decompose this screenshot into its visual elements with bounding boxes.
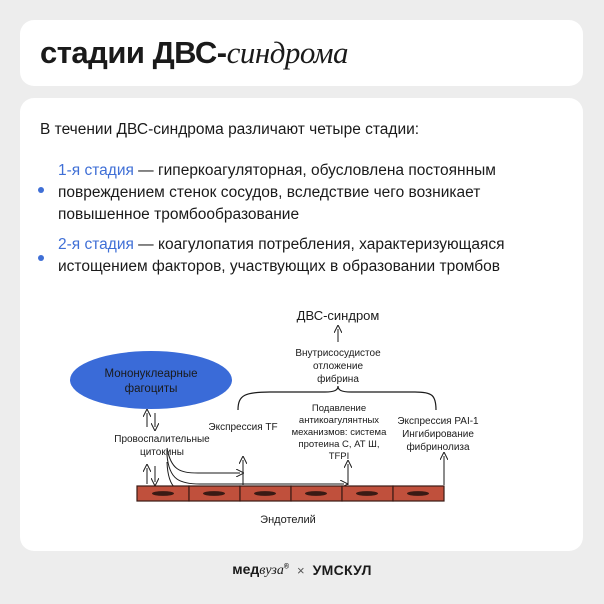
deposition-line-3: фибрина	[317, 373, 359, 385]
page-title: стадии ДВС-синдрома	[40, 34, 349, 72]
cell-nucleus	[356, 491, 378, 496]
title-card: стадии ДВС-синдрома	[20, 20, 583, 86]
cell-nucleus	[152, 491, 174, 496]
pai-line-3: фибринолиза	[406, 441, 470, 453]
pai-line-2: Ингибирование	[402, 428, 474, 440]
title-italic: синдрома	[226, 35, 349, 70]
footer: медвуза® × УМСКУЛ	[0, 557, 604, 583]
stage-1-text: — гиперкоагуляторная, обусловлена постоя…	[58, 162, 496, 223]
phagocytes-line-2: фагоциты	[125, 383, 178, 395]
deposition-line-2: отложение	[313, 361, 363, 372]
stage-1-label: 1-я стадия	[58, 162, 134, 179]
bullet-icon	[38, 187, 44, 193]
cell-nucleus	[407, 491, 429, 496]
phagocytes-line-1: Мононуклеарные	[104, 368, 197, 380]
suppression-line-2: антикоагулянтных	[299, 415, 379, 426]
brand-medvuza-b: вуза	[259, 563, 284, 578]
brand-medvuza-logo: медвуза®	[232, 561, 289, 579]
title-bold: стадии ДВС-	[40, 35, 227, 70]
dic-label: ДВС-синдром	[297, 308, 380, 323]
connector-arrow	[166, 447, 240, 473]
brand-separator: ×	[297, 562, 305, 578]
cytokines-line-1: Провоспалительные	[114, 434, 210, 445]
suppression-line-4: протеина С, АТ Ш,	[298, 439, 379, 450]
suppression-line-1: Подавление	[312, 403, 366, 414]
tf-label: Экспрессия TF	[208, 422, 277, 433]
suppression-line-5: TFPI	[329, 451, 350, 462]
deposition-line-1: Внутрисосудистое	[295, 348, 381, 359]
stage-2-text: — коагулопатия потребления, характеризую…	[58, 236, 505, 275]
stage-1: 1-я стадия — гиперкоагуляторная, обуслов…	[58, 160, 573, 226]
brand-medvuza-a: мед	[232, 561, 260, 577]
phagocytes-ellipse	[70, 351, 232, 409]
cytokines-line-2: цитокины	[140, 447, 184, 458]
stage-2: 2-я стадия — коагулопатия потребления, х…	[58, 234, 573, 278]
intro-text: В течении ДВС-синдрома различают четыре …	[40, 121, 420, 138]
cell-nucleus	[305, 491, 327, 496]
brace	[237, 385, 437, 411]
stage-2-label: 2-я стадия	[58, 236, 134, 253]
pai-line-1: Экспрессия PAI-1	[397, 416, 479, 427]
bullet-icon	[38, 255, 44, 261]
brand-reg-mark: ®	[283, 563, 289, 571]
connector-arrow	[166, 454, 344, 484]
content-card: В течении ДВС-синдрома различают четыре …	[20, 98, 583, 551]
cell-nucleus	[203, 491, 225, 496]
endothelium-label: Эндотелий	[260, 514, 316, 526]
suppression-line-3: механизмов: система	[292, 427, 387, 438]
brand-umskul-logo: УМСКУЛ	[312, 562, 372, 578]
cell-nucleus	[254, 491, 276, 496]
endothelium-cells	[136, 485, 445, 502]
